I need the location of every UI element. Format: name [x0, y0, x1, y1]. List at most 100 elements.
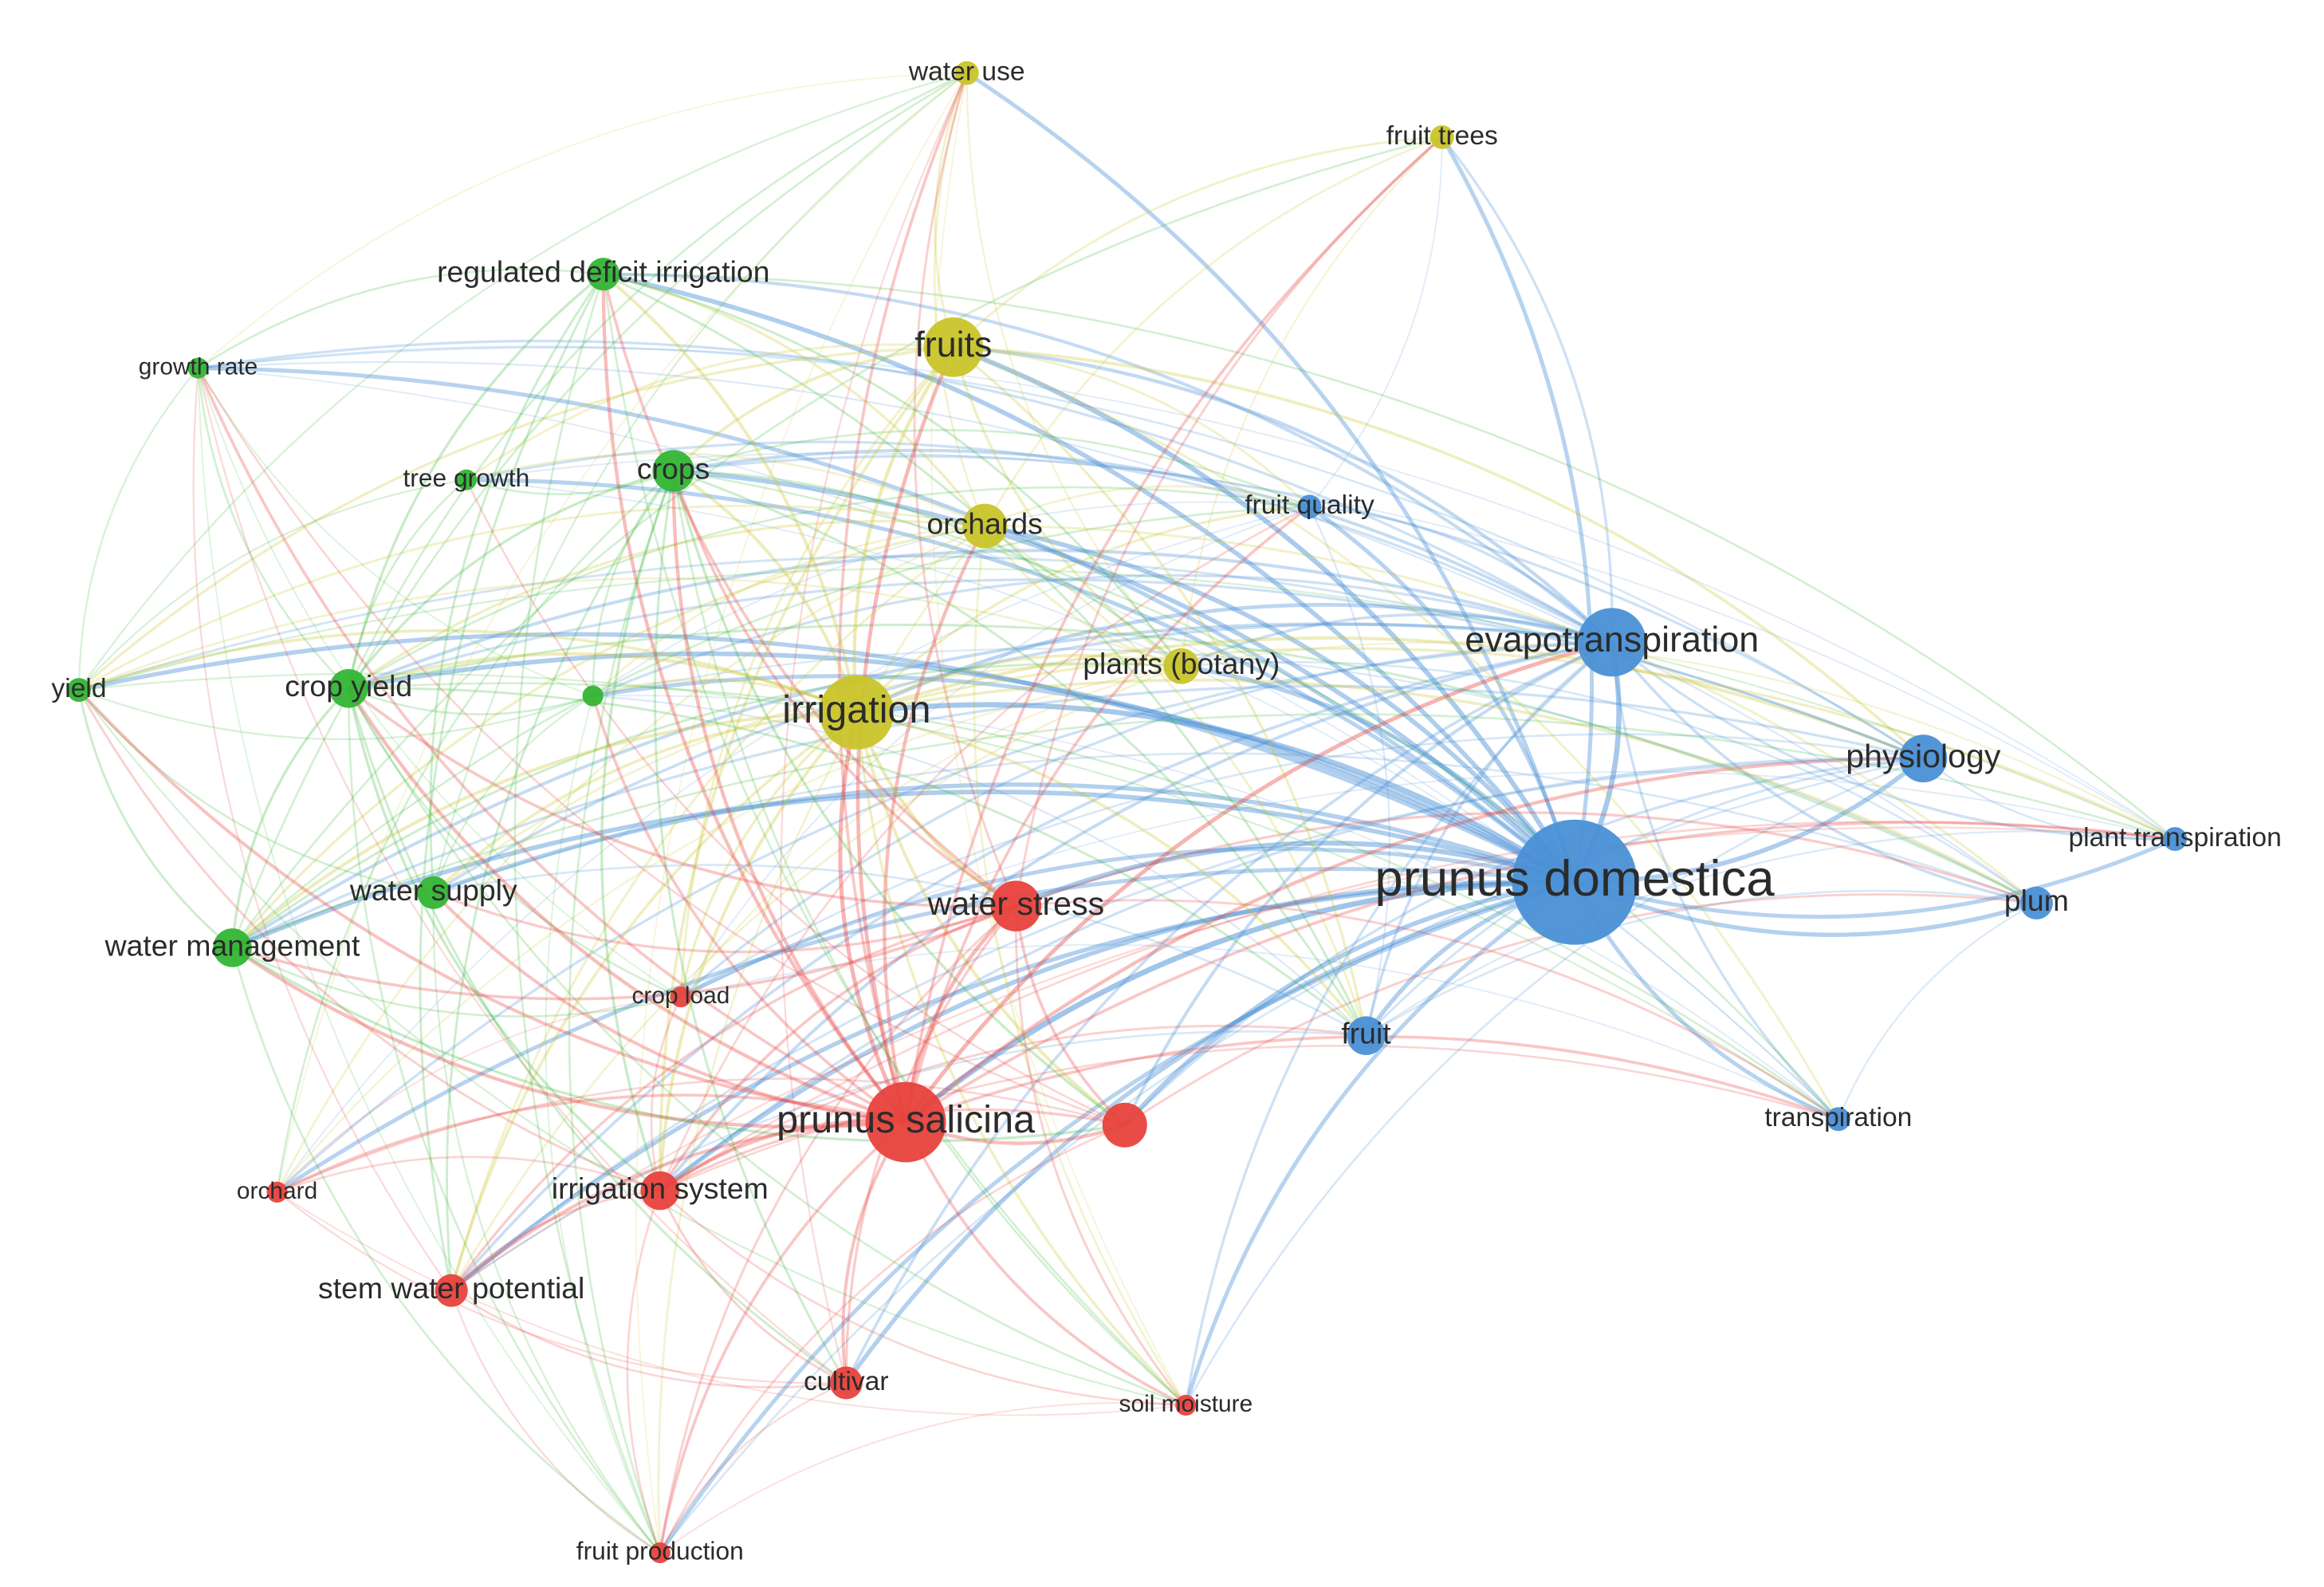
edge-prunus_domestica-stem_water_potential [450, 880, 1575, 1293]
edge-transpiration-crop_load [680, 943, 1839, 1120]
node-orchards[interactable] [962, 503, 1008, 549]
edge-prunus_domestica-orchards [984, 523, 1577, 884]
edge-crops-crop_yield [347, 469, 674, 690]
edge-plant_transpiration-growth_rate [198, 347, 2176, 840]
node-fruit[interactable] [1347, 1016, 1386, 1055]
node-physiology[interactable] [1899, 734, 1948, 783]
edge-yield-irrigation_system [77, 689, 661, 1192]
edge-crop_yield-prunus_salicina [347, 687, 906, 1124]
node-cultivar[interactable] [829, 1366, 863, 1400]
edge-stem_water_potential-fruit_production [450, 1290, 661, 1554]
edge-orchards-green_unlabeled [592, 525, 985, 697]
edge-water_use-prunus_salicina [838, 72, 969, 1123]
edge-green_unlabeled-fruit_production [545, 695, 661, 1554]
edge-prunus_domestica-fruit_quality [1308, 505, 1577, 883]
edge-growth_rate-yield [77, 367, 199, 691]
edge-crops-water_stress [671, 470, 1017, 908]
edge-irrigation-prunus_salicina [838, 711, 908, 1124]
label-layer: prunus domesticaevapotranspirationphysio… [51, 57, 2281, 1565]
node-water-use[interactable] [954, 61, 979, 85]
node-crop-load[interactable] [670, 986, 692, 1008]
edge-layer [77, 71, 2177, 1554]
edge-regulated_deficit_irrigation-water_supply [429, 273, 604, 893]
node-irrigation[interactable] [819, 675, 895, 750]
edge-green_unlabeled-prunus_salicina [591, 695, 907, 1124]
edge-fruit-crops [673, 470, 1367, 1037]
edge-prunus_domestica-growth_rate [198, 366, 1576, 884]
node-orchard[interactable] [266, 1181, 288, 1203]
node-layer [67, 61, 2188, 1564]
node-stem-water-potential[interactable] [435, 1274, 468, 1307]
edge-evapotranspiration-tree_growth [466, 440, 1613, 644]
edge-prunus_domestica-plants_botany [1181, 664, 1577, 884]
node-evapotranspiration[interactable] [1577, 608, 1646, 677]
edge-regulated_deficit_irrigation-stem_water_potential [419, 274, 605, 1291]
node-yield[interactable] [67, 678, 91, 703]
node-water-management[interactable] [213, 928, 252, 967]
edge-plant_transpiration-regulated_deficit_irrigation [603, 273, 2176, 841]
node-water-stress[interactable] [990, 880, 1042, 931]
node-irrigation-system[interactable] [640, 1171, 680, 1211]
edge-water_use-water_supply [432, 72, 968, 893]
label-water-supply: water supply [349, 873, 517, 907]
edge-water_use-orchard [276, 72, 968, 1193]
edge-water_stress-red_unlabeled [1014, 905, 1127, 1127]
label-plum: plum [2004, 884, 2069, 917]
node-plum[interactable] [2019, 886, 2053, 920]
node-fruits[interactable] [923, 317, 984, 377]
edge-regulated_deficit_irrigation-prunus_salicina [601, 274, 907, 1124]
node-soil-moisture[interactable] [1175, 1395, 1197, 1416]
edge-fruit_trees-prunus_salicina [904, 136, 1444, 1123]
edge-fruit_quality-crop_load [680, 506, 1310, 998]
edge-fruits-irrigation_system [658, 346, 955, 1191]
node-tree-growth[interactable] [455, 469, 477, 490]
edge-water_stress-fruit_production [659, 904, 1017, 1554]
node-fruit-trees[interactable] [1429, 124, 1454, 149]
edge-orchards-plants_botany [983, 525, 1182, 667]
edge-fruit-regulated_deficit_irrigation [603, 273, 1367, 1037]
node-red-unlabeled[interactable] [1102, 1102, 1147, 1148]
edge-green_unlabeled-water_supply [432, 695, 594, 893]
edge-evapotranspiration-green_unlabeled [592, 573, 1613, 698]
node-prunus-salicina[interactable] [865, 1081, 946, 1163]
node-transpiration[interactable] [1826, 1107, 1850, 1132]
node-water-supply[interactable] [417, 876, 450, 909]
edge-prunus_domestica-water_use [965, 71, 1577, 883]
edge-physiology-fruits [953, 345, 1925, 760]
edge-water_management-water_stress [231, 904, 1017, 1001]
edge-water_stress-soil_moisture [1014, 906, 1187, 1406]
edge-prunus_domestica-water_management [231, 790, 1575, 951]
edge-evapotranspiration-irrigation [855, 603, 1613, 715]
node-plant-transpiration[interactable] [2163, 827, 2188, 851]
edge-water_supply-prunus_salicina [432, 891, 906, 1124]
edge-water_stress-stem_water_potential [450, 904, 1017, 1292]
edge-fruit-orchards [984, 525, 1367, 1037]
label-soil-moisture: soil moisture [1119, 1391, 1253, 1417]
node-fruit-production[interactable] [649, 1542, 670, 1564]
node-fruit-quality[interactable] [1297, 494, 1322, 519]
edge-evapotranspiration-stem_water_potential [450, 640, 1613, 1292]
node-prunus-domestica[interactable] [1512, 819, 1638, 945]
edge-plum-transpiration [1837, 902, 2037, 1120]
edge-fruit_quality-crop_yield [348, 486, 1310, 690]
node-crops[interactable] [652, 450, 694, 492]
edge-physiology-plant_transpiration [1922, 758, 2176, 841]
edge-prunus_domestica-crop_load [679, 846, 1575, 999]
edge-growth_rate-fruit_production [197, 368, 661, 1554]
node-crop-yield[interactable] [328, 668, 368, 708]
edge-evapotranspiration-red_unlabeled [1123, 640, 1613, 1126]
edge-orchards-fruit_production [657, 525, 986, 1554]
edge-water_use-crop_yield [348, 72, 968, 689]
edge-fruit-water_supply [433, 864, 1367, 1037]
node-green-unlabeled[interactable] [582, 685, 604, 707]
edge-soil_moisture-fruit_production [659, 1402, 1186, 1554]
edge-orchards-water_management [231, 524, 985, 949]
edge-plum-plants_botany [1181, 660, 2038, 904]
edge-physiology-water_management [231, 684, 1924, 949]
node-growth-rate[interactable] [187, 357, 209, 379]
node-plants-botany[interactable] [1163, 648, 1200, 684]
edge-plants_botany-yield [78, 577, 1182, 691]
node-regulated-deficit-irrigation[interactable] [587, 258, 620, 291]
label-fruit: fruit [1341, 1017, 1391, 1050]
label-transpiration: transpiration [1764, 1103, 1912, 1132]
